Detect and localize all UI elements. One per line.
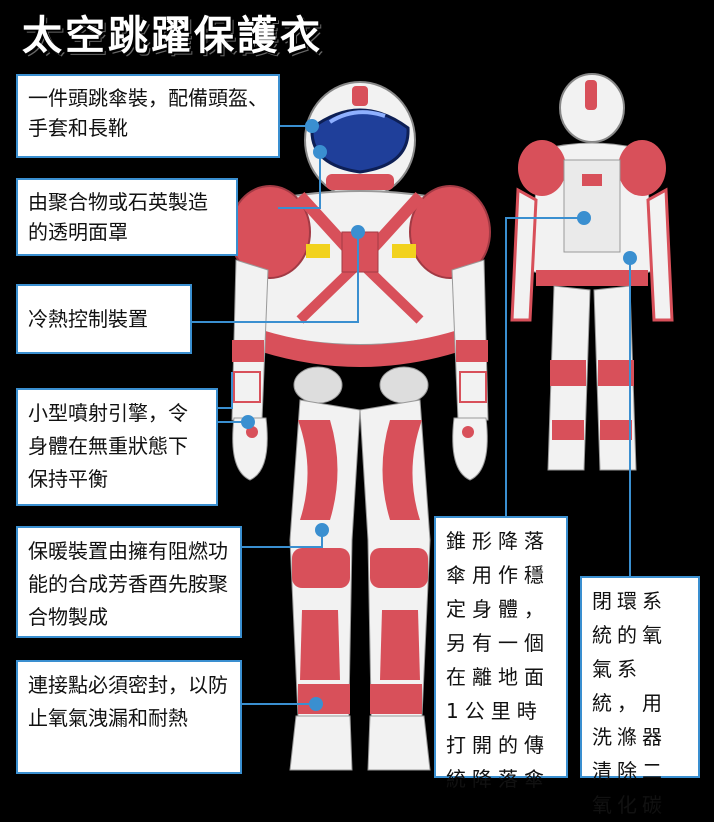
label-cooling: 冷熱控制裝置 xyxy=(16,284,192,354)
visor xyxy=(310,108,410,174)
page-title: 太空跳躍保護衣 xyxy=(22,13,323,59)
label-oxygen: 閉環系統的氧氣系統，用洗滌器清除二氧化碳 xyxy=(580,576,700,817)
label-thruster: 小型噴射引擎，令身體在無重狀態下保持平衡 xyxy=(16,388,218,506)
label-helmet: 一件頭跳傘裝，配備頭盔、手套和長靴 xyxy=(16,74,280,158)
label-seal: 連接點必須密封，以防止氧氣洩漏和耐熱 xyxy=(16,660,242,774)
back-suit-figure xyxy=(510,73,674,471)
label-parachute: 錐形降落傘用作穩定身體，另有一個在離地面1公里時打開的傳統降落傘 xyxy=(434,516,568,791)
leader-lines xyxy=(192,119,637,711)
diagram-artwork xyxy=(192,73,674,771)
label-visor: 由聚合物或石英製造的透明面罩 xyxy=(16,178,238,256)
front-suit-figure xyxy=(229,81,491,771)
label-insulation: 保暖裝置由擁有阻燃功能的合成芳香酉先胺聚合物製成 xyxy=(16,526,242,638)
